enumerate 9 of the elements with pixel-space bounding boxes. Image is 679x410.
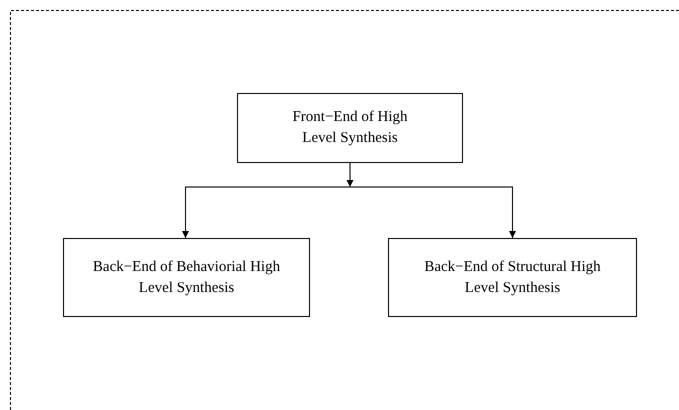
box-label: Front−End of High Level Synthesis: [291, 108, 409, 148]
box-label: Back−End of Behaviorial High Level Synthesis: [92, 258, 282, 298]
arrow: [346, 162, 354, 188]
box-label: Back−End of Structural High Level Synthesis: [423, 258, 602, 298]
process-box: [388, 238, 637, 317]
process-box: [237, 93, 463, 163]
arrow: [350, 186, 516, 238]
arrow: [182, 186, 350, 238]
process-box: [63, 238, 310, 317]
